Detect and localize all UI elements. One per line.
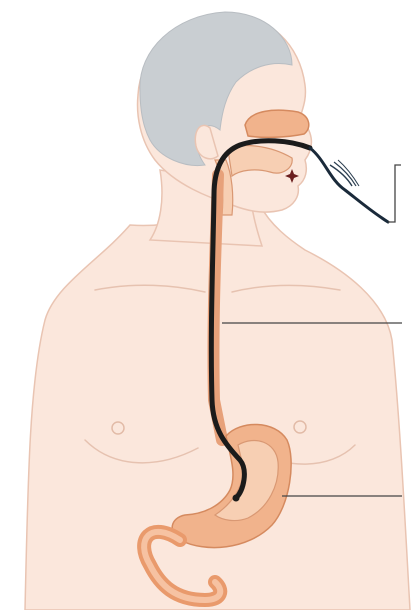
endoscope-handle-icon — [330, 160, 359, 186]
leader-line-endoscope — [388, 165, 401, 222]
nasal-cavity — [245, 110, 309, 137]
endoscope-cable — [310, 148, 388, 222]
endoscope-tip-icon — [233, 495, 240, 502]
